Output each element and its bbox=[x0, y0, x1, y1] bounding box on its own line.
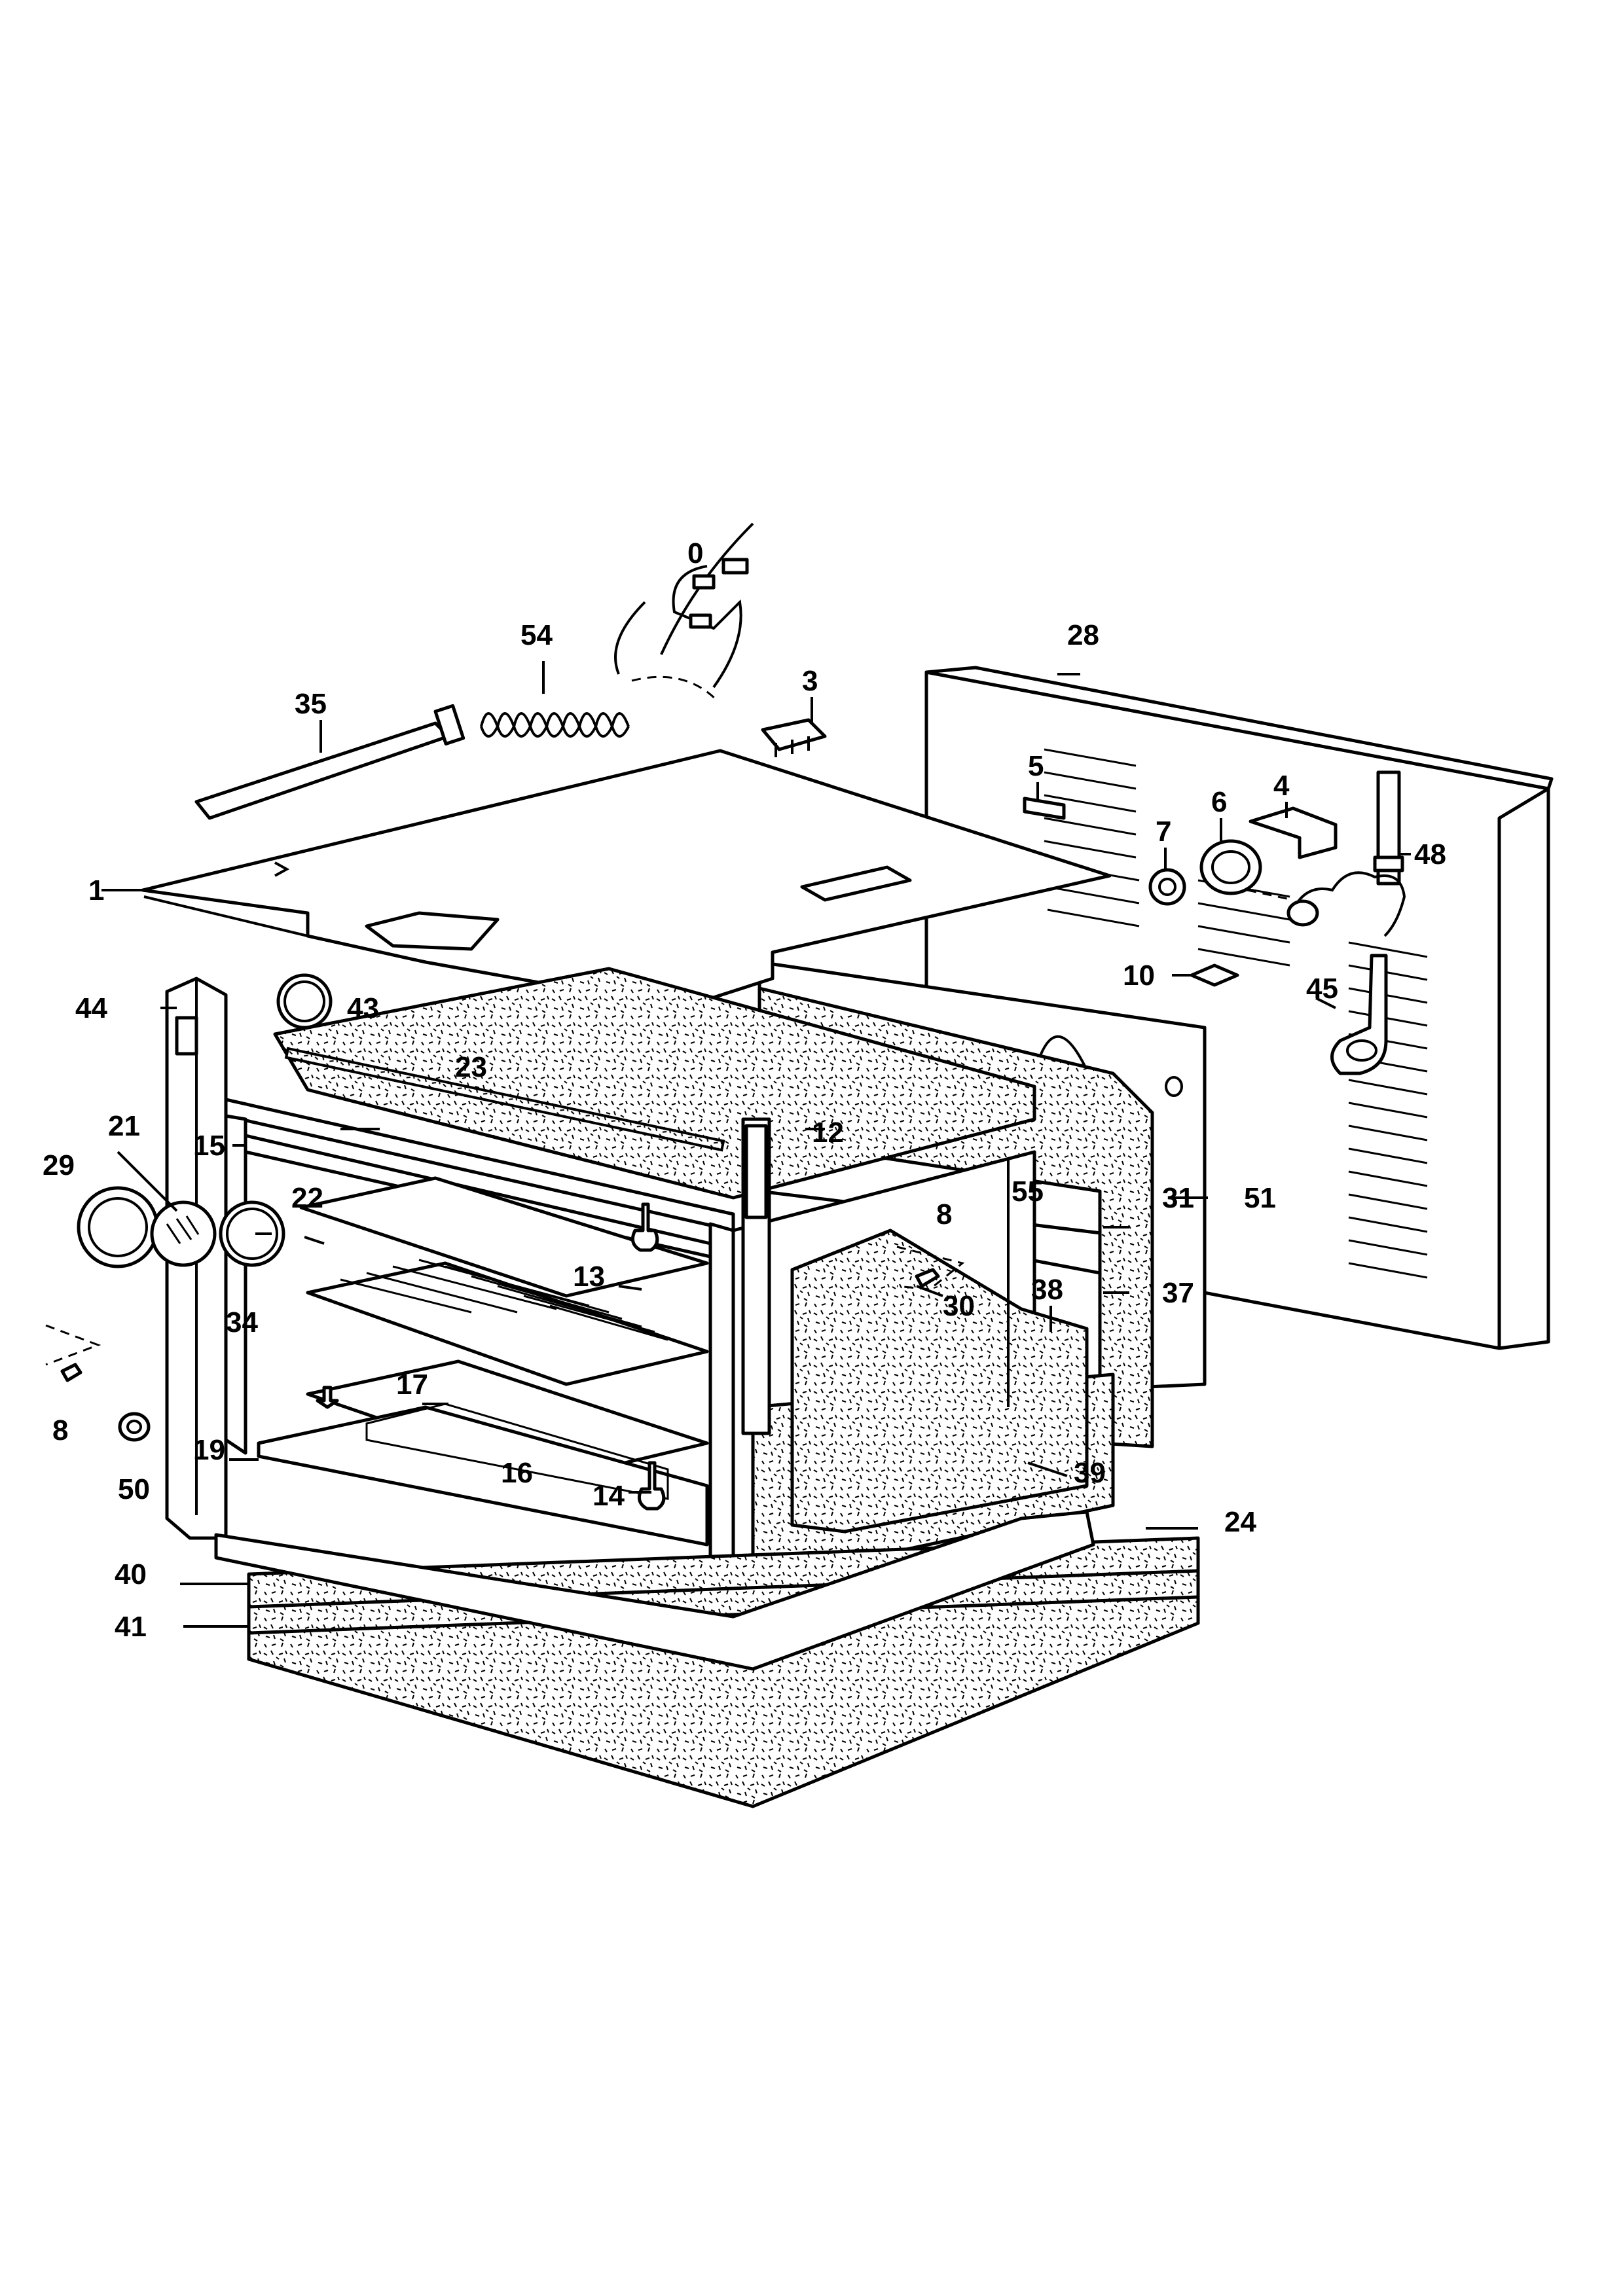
coil-spring bbox=[480, 675, 718, 738]
fixing-screws bbox=[45, 1202, 965, 1511]
callout-45: 45 bbox=[1306, 973, 1338, 1005]
callout-1: 1 bbox=[88, 874, 104, 906]
callout-34: 34 bbox=[226, 1306, 258, 1338]
callout-5: 5 bbox=[1028, 750, 1044, 782]
oven-lamp-assembly bbox=[77, 973, 333, 1268]
callout-50: 50 bbox=[118, 1473, 150, 1505]
bottom-insulation bbox=[214, 1510, 1200, 1808]
callout-13: 13 bbox=[573, 1261, 605, 1293]
back-panel-parts bbox=[1023, 770, 1406, 1075]
callout-37: 37 bbox=[1162, 1277, 1194, 1309]
callout-51: 51 bbox=[1244, 1182, 1276, 1214]
oven-shelves bbox=[299, 1176, 709, 1481]
callout-22: 22 bbox=[291, 1182, 323, 1214]
callout-8-left: 8 bbox=[52, 1414, 68, 1446]
callout-28: 28 bbox=[1067, 619, 1099, 651]
callout-43: 43 bbox=[347, 992, 379, 1024]
callout-labels: 0 54 3 35 28 5 4 6 7 48 1 10 45 44 43 23… bbox=[43, 537, 1446, 1643]
callout-0: 0 bbox=[687, 537, 703, 569]
callout-12: 12 bbox=[812, 1117, 844, 1149]
callout-19: 19 bbox=[193, 1434, 225, 1466]
top-seal-strip bbox=[284, 1047, 725, 1152]
callout-40: 40 bbox=[115, 1558, 147, 1590]
wire-harness bbox=[614, 522, 754, 689]
callout-48: 48 bbox=[1414, 838, 1446, 870]
callout-7: 7 bbox=[1156, 816, 1171, 848]
callout-8-right: 8 bbox=[936, 1198, 952, 1230]
callout-44: 44 bbox=[75, 992, 107, 1024]
callout-54: 54 bbox=[520, 619, 553, 651]
callout-41: 41 bbox=[115, 1611, 147, 1643]
callout-55: 55 bbox=[1012, 1175, 1044, 1208]
back-panel-vents bbox=[1044, 748, 1428, 1279]
callout-14: 14 bbox=[593, 1480, 625, 1512]
callout-10: 10 bbox=[1123, 960, 1155, 992]
callout-4: 4 bbox=[1273, 770, 1290, 802]
callout-6: 6 bbox=[1211, 786, 1227, 818]
callout-29: 29 bbox=[43, 1149, 75, 1181]
callout-39: 39 bbox=[1074, 1457, 1106, 1489]
leader-lines bbox=[101, 661, 1411, 1628]
top-insulation bbox=[273, 967, 1036, 1200]
callout-17: 17 bbox=[396, 1369, 428, 1401]
callout-35: 35 bbox=[295, 688, 327, 720]
callout-16: 16 bbox=[501, 1457, 533, 1489]
callout-23: 23 bbox=[455, 1051, 487, 1083]
callout-3: 3 bbox=[802, 665, 818, 697]
top-cover bbox=[141, 749, 1112, 1010]
bottom-tray bbox=[257, 1403, 709, 1547]
callout-15: 15 bbox=[193, 1130, 225, 1162]
callout-38: 38 bbox=[1031, 1274, 1063, 1306]
callout-30: 30 bbox=[943, 1290, 975, 1322]
connector-block bbox=[761, 718, 827, 757]
element-tube bbox=[194, 704, 465, 820]
rear-insulation-block bbox=[790, 1229, 1089, 1534]
callout-24: 24 bbox=[1224, 1506, 1256, 1538]
hinge-rail bbox=[741, 1117, 771, 1435]
callout-21: 21 bbox=[108, 1110, 140, 1142]
callout-31: 31 bbox=[1162, 1182, 1194, 1214]
